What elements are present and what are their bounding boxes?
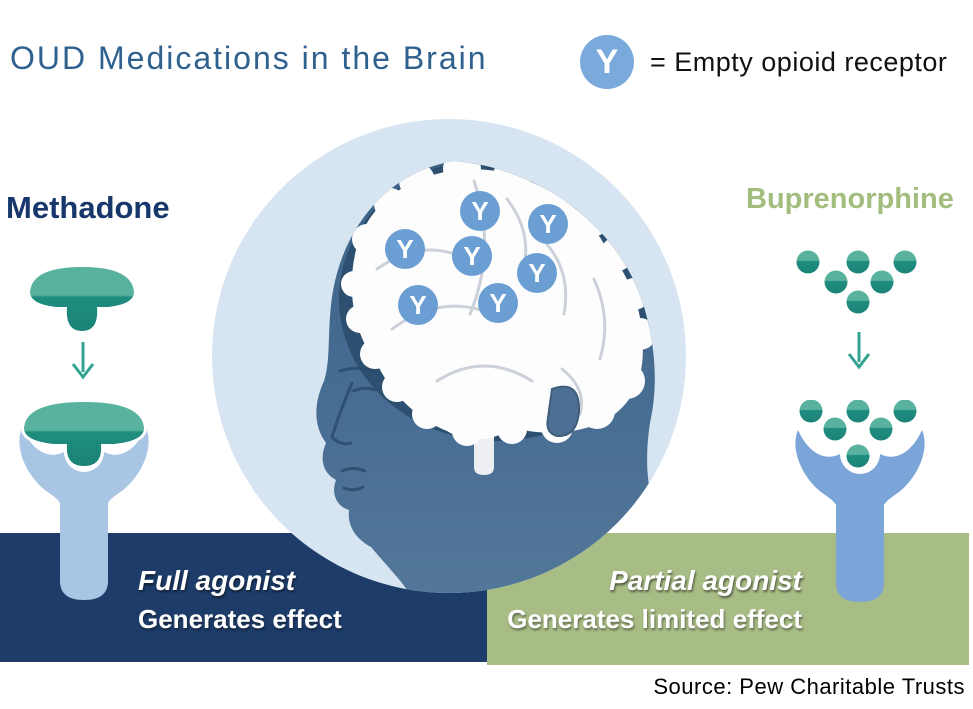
face-features: [330, 366, 378, 492]
page-title: OUD Medications in the Brain: [10, 40, 488, 76]
brain-receptor-icon: Y: [385, 229, 425, 269]
methadone-molecule-icon: [30, 267, 134, 331]
effect-label: Generates effect: [138, 604, 342, 634]
source-credit: Source: Pew Charitable Trusts: [653, 674, 965, 699]
down-arrow-icon: [71, 342, 95, 380]
receptor-symbol: Y: [595, 43, 619, 81]
brain-receptor-icon: Y: [460, 191, 500, 231]
svg-text:Y: Y: [471, 196, 488, 226]
svg-text:Y: Y: [528, 258, 545, 288]
buprenorphine-molecules-icon: [796, 250, 917, 314]
legend: Y = Empty opioid receptor: [580, 35, 947, 89]
svg-text:Y: Y: [539, 209, 556, 239]
partial-agonist-text: Partial agonist Generates limited effect: [490, 565, 802, 635]
buprenorphine-heading: Buprenorphine: [746, 183, 954, 215]
svg-text:Y: Y: [489, 288, 506, 318]
empty-opioid-receptor-icon: Y: [580, 35, 634, 89]
ear-shape: [546, 385, 581, 438]
buprenorphine-bound-receptor-icon: [795, 400, 925, 602]
legend-label: = Empty opioid receptor: [650, 46, 948, 77]
effect-label: Generates limited effect: [507, 604, 802, 634]
brain-receptor-icon: Y: [398, 285, 438, 325]
brain-receptor-icon: Y: [452, 236, 492, 276]
agonist-type-label: Partial agonist: [609, 565, 802, 596]
svg-text:Y: Y: [409, 290, 426, 320]
methadone-heading: Methadone: [6, 190, 170, 225]
brain-receptor-icon: Y: [478, 283, 518, 323]
brain-illustration: Y Y Y Y Y Y Y: [212, 119, 686, 593]
down-arrow-icon: [847, 332, 871, 370]
full-agonist-text: Full agonist Generates effect: [138, 565, 342, 635]
methadone-bound-receptor-icon: [19, 398, 149, 600]
brain-receptors: Y Y Y Y Y Y Y: [385, 191, 568, 325]
agonist-type-label: Full agonist: [138, 565, 296, 596]
svg-text:Y: Y: [396, 234, 413, 264]
svg-text:Y: Y: [463, 241, 480, 271]
brain-receptor-icon: Y: [517, 253, 557, 293]
brain-receptor-icon: Y: [528, 204, 568, 244]
head-silhouette: Y Y Y Y Y Y Y: [316, 161, 686, 593]
